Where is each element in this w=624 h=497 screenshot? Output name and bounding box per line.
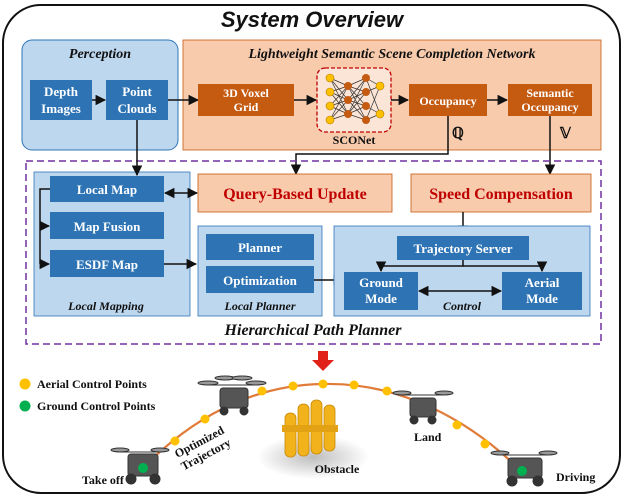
ground-control-point-start bbox=[138, 463, 148, 473]
trajectory-server-label: Trajectory Server bbox=[413, 241, 512, 256]
occupancy-box bbox=[409, 84, 487, 116]
obstacle-icon bbox=[282, 399, 338, 458]
legend-ground-label: Ground Control Points bbox=[37, 399, 156, 413]
land-label: Land bbox=[414, 430, 442, 444]
driving-label: Driving bbox=[556, 470, 595, 484]
legend-ground-dot bbox=[19, 400, 31, 412]
local-map-box bbox=[50, 176, 164, 202]
planner-box bbox=[206, 234, 314, 260]
red-down-arrow bbox=[312, 351, 334, 371]
arrow-occupancy-to-query bbox=[290, 116, 449, 176]
optimization-label: Optimization bbox=[223, 273, 297, 288]
point-clouds-box bbox=[106, 80, 168, 120]
connector-local-map-branch bbox=[39, 188, 50, 264]
control-label: Control bbox=[443, 299, 482, 313]
voxel-grid-label-1: 3D Voxel bbox=[223, 86, 269, 100]
drone-icon-flying bbox=[197, 375, 267, 416]
ground-mode-box bbox=[344, 272, 418, 310]
point-clouds-label-2: Clouds bbox=[117, 101, 156, 116]
occupancy-label: Occupancy bbox=[419, 94, 476, 108]
planner-label: Planner bbox=[238, 240, 282, 255]
esdf-map-box bbox=[50, 250, 164, 277]
symbol-v: 𝕍 bbox=[559, 126, 572, 142]
legend-aerial-label: Aerial Control Points bbox=[37, 377, 147, 391]
depth-images-label-1: Depth bbox=[44, 84, 79, 99]
obstacle-label: Obstacle bbox=[315, 462, 360, 476]
perception-title: Perception bbox=[69, 47, 131, 62]
voxel-grid-box bbox=[198, 84, 294, 116]
sconet-label: SCONet bbox=[333, 133, 376, 147]
semantic-occupancy-label-2: Occupancy bbox=[521, 100, 578, 114]
voxel-grid-label-2: Grid bbox=[234, 100, 259, 114]
map-fusion-box bbox=[50, 212, 164, 239]
depth-images-box bbox=[30, 80, 92, 120]
optimization-box bbox=[206, 266, 314, 293]
ground-control-point-end bbox=[517, 466, 527, 476]
aerial-mode-label-2: Mode bbox=[526, 291, 558, 306]
legend-aerial-dot bbox=[19, 378, 31, 390]
map-fusion-label: Map Fusion bbox=[74, 219, 142, 234]
esdf-map-label: ESDF Map bbox=[76, 257, 138, 272]
drone-icon-landing bbox=[392, 390, 454, 425]
take-off-label: Take off bbox=[82, 473, 125, 487]
page-title: System Overview bbox=[221, 7, 405, 32]
hierarchical-planner-title: Hierarchical Path Planner bbox=[224, 322, 403, 339]
query-update-label: Query-Based Update bbox=[223, 186, 367, 203]
connector-trajectory-to-aerial bbox=[463, 261, 548, 273]
ground-mode-label-1: Ground bbox=[359, 275, 404, 290]
connector-trajectory-to-modes bbox=[375, 260, 464, 273]
optimized-trajectory-label: Optimized Trajectory bbox=[172, 423, 233, 473]
sconet-icon bbox=[316, 67, 392, 133]
local-map-label: Local Map bbox=[77, 182, 137, 197]
trajectory-server-box bbox=[397, 236, 529, 260]
speed-compensation-label: Speed Compensation bbox=[429, 186, 573, 203]
query-update-box bbox=[197, 173, 393, 213]
hierarchical-planner-panel bbox=[25, 160, 602, 345]
outer-frame bbox=[2, 4, 621, 494]
ground-mode-label-2: Mode bbox=[365, 291, 397, 306]
sscn-title: Lightweight Semantic Scene Completion Ne… bbox=[247, 47, 535, 62]
depth-images-label-2: Images bbox=[41, 101, 81, 116]
local-planner-label: Local Planner bbox=[224, 299, 296, 313]
semantic-occupancy-label-1: Semantic bbox=[526, 86, 574, 100]
speed-compensation-box bbox=[410, 173, 592, 213]
symbol-q: ℚ bbox=[452, 126, 464, 142]
aerial-mode-label-1: Aerial bbox=[525, 275, 560, 290]
aerial-mode-box bbox=[502, 272, 582, 310]
semantic-occupancy-box bbox=[508, 84, 592, 116]
point-clouds-label-1: Point bbox=[122, 84, 152, 99]
local-mapping-label: Local Mapping bbox=[67, 299, 144, 313]
